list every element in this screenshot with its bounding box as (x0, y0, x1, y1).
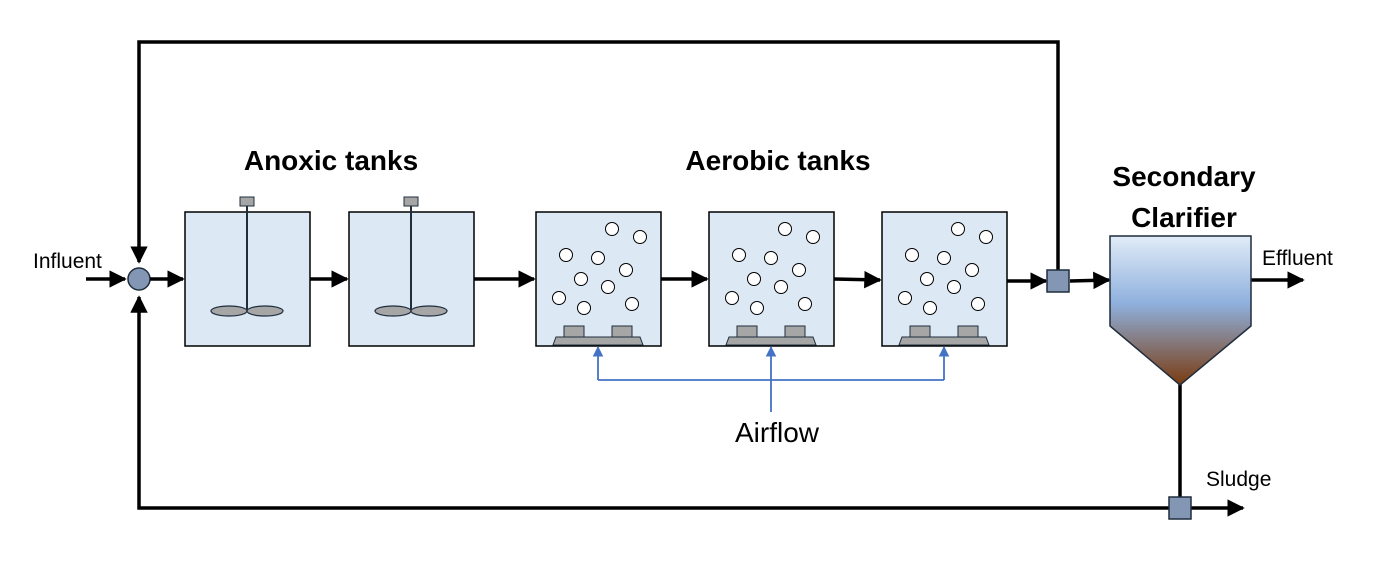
mixer-blade-left (374, 305, 412, 317)
effluent-label: Effluent (1262, 247, 1333, 270)
aerobic-tank-3 (881, 211, 1008, 347)
clarifier-label-line1: Secondary (1112, 161, 1256, 192)
airflow-lines (592, 345, 950, 412)
air-bubbles (552, 222, 647, 315)
clarifier-label-line2: Clarifier (1131, 202, 1237, 233)
anoxic-tank-1 (184, 196, 311, 347)
aerobic-tank-2 (708, 211, 835, 347)
mixer-motor (403, 196, 419, 207)
anoxic-tank-2 (348, 196, 475, 347)
airflow-label: Airflow (735, 417, 820, 448)
anoxic-tanks-label: Anoxic tanks (244, 145, 418, 176)
influent-label: Influent (33, 250, 102, 273)
sludge-label: Sludge (1206, 468, 1271, 491)
recycle-splitter (1046, 269, 1070, 293)
diffuser (898, 325, 990, 346)
mixer-blade-right (246, 305, 284, 317)
secondary-clarifier (1109, 235, 1252, 386)
mixer-blade-left (210, 305, 248, 317)
flow-arrow-aerobic2-aerobic3 (833, 270, 882, 289)
aerobic-tanks-label: Aerobic tanks (685, 145, 870, 176)
aerobic-tank-1 (535, 211, 662, 347)
mixing-node (127, 267, 151, 291)
diffuser (552, 325, 644, 346)
mixer-blade-right (410, 305, 448, 317)
sludge-splitter (1168, 496, 1192, 520)
air-bubbles (898, 222, 993, 315)
flow-arrow-splitter-clarifier (1069, 271, 1111, 290)
internal-recycle-line (130, 40, 1060, 270)
diffuser (725, 325, 817, 346)
mixer-motor (239, 196, 255, 207)
return-sludge-line (130, 295, 1170, 510)
air-bubbles (725, 222, 820, 315)
